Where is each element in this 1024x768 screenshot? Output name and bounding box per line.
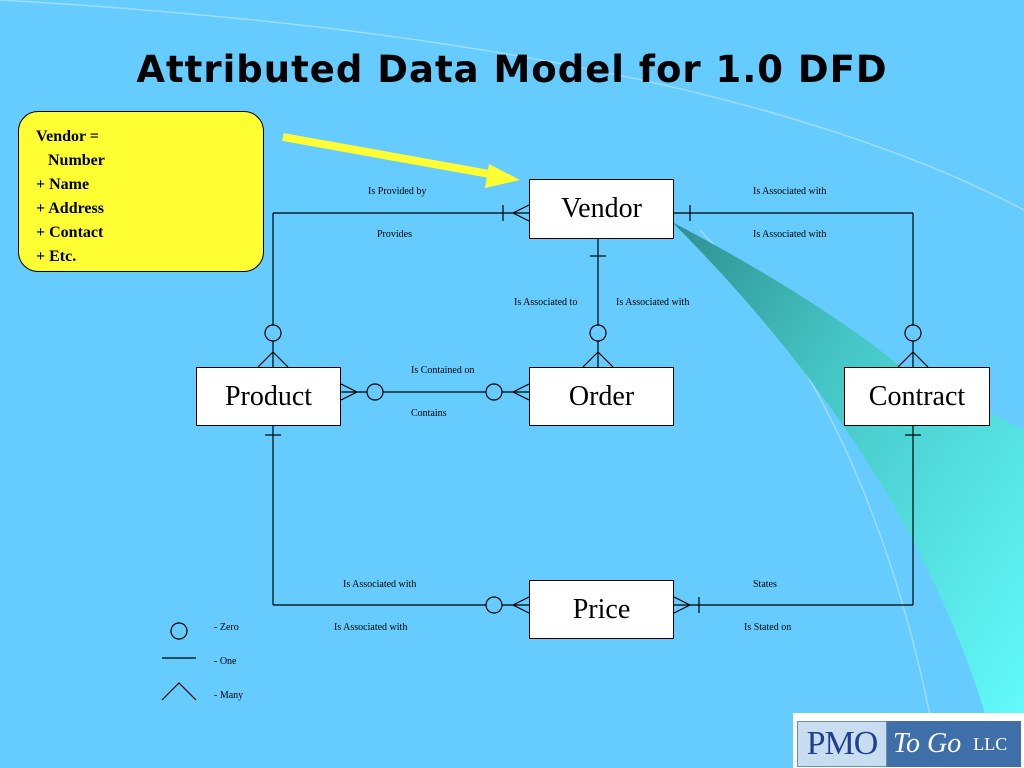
relationship-label: Is Associated with — [334, 622, 408, 633]
callout-line: + Address — [36, 200, 104, 217]
vendor-product-connector — [257, 204, 530, 368]
logo-togo-text: To Go — [893, 728, 962, 759]
relationship-label: Is Associated with — [616, 297, 690, 308]
relationship-label: Is Provided by — [368, 186, 427, 197]
legend-many-label: - Many — [214, 690, 244, 701]
relationship-label: States — [753, 579, 777, 590]
contract-price-connector — [673, 426, 921, 614]
relationship-label: Is Associated with — [753, 186, 827, 197]
vendor-order-connector — [582, 239, 614, 368]
background-arc — [0, 0, 1024, 211]
background-swoosh — [672, 222, 1024, 768]
vendor-contract-connector — [674, 205, 929, 368]
entity-order[interactable]: Order — [529, 367, 674, 426]
callout-line: + Etc. — [36, 248, 77, 265]
relationship-label: Is Associated with — [343, 579, 417, 590]
vendor-attributes-callout: Vendor = Number + Name + Address + Conta… — [18, 111, 264, 272]
entity-price[interactable]: Price — [529, 580, 674, 639]
relationship-label: Is Contained on — [411, 365, 475, 376]
logo-pmo-text: PMO — [797, 721, 887, 767]
callout-line: + Contact — [36, 224, 104, 241]
pmo-to-go-logo: PMO To Go LLC — [793, 713, 1024, 768]
entity-vendor[interactable]: Vendor — [529, 179, 674, 239]
product-order-connector — [340, 383, 530, 401]
legend-one-label: - One — [214, 656, 237, 667]
logo-llc-text: LLC — [973, 733, 1008, 754]
legend-zero-symbol — [170, 622, 188, 640]
entity-product[interactable]: Product — [196, 367, 341, 426]
relationship-label: Provides — [377, 229, 412, 240]
callout-line: + Name — [36, 176, 90, 193]
relationship-label: Is Associated with — [753, 229, 827, 240]
legend-zero-label: - Zero — [214, 622, 239, 633]
relationship-label: Is Associated to — [514, 297, 578, 308]
product-price-connector — [265, 426, 530, 614]
logo-togo-block: To Go LLC — [887, 721, 1021, 767]
callout-arrow — [282, 133, 520, 188]
entity-contract[interactable]: Contract — [844, 367, 990, 426]
slide-title: Attributed Data Model for 1.0 DFD — [136, 48, 888, 91]
legend-many-symbol — [161, 682, 197, 701]
relationship-label: Is Stated on — [744, 622, 792, 633]
callout-line: Vendor = — [36, 128, 99, 145]
callout-line: Number — [36, 152, 105, 169]
relationship-label: Contains — [411, 408, 447, 419]
